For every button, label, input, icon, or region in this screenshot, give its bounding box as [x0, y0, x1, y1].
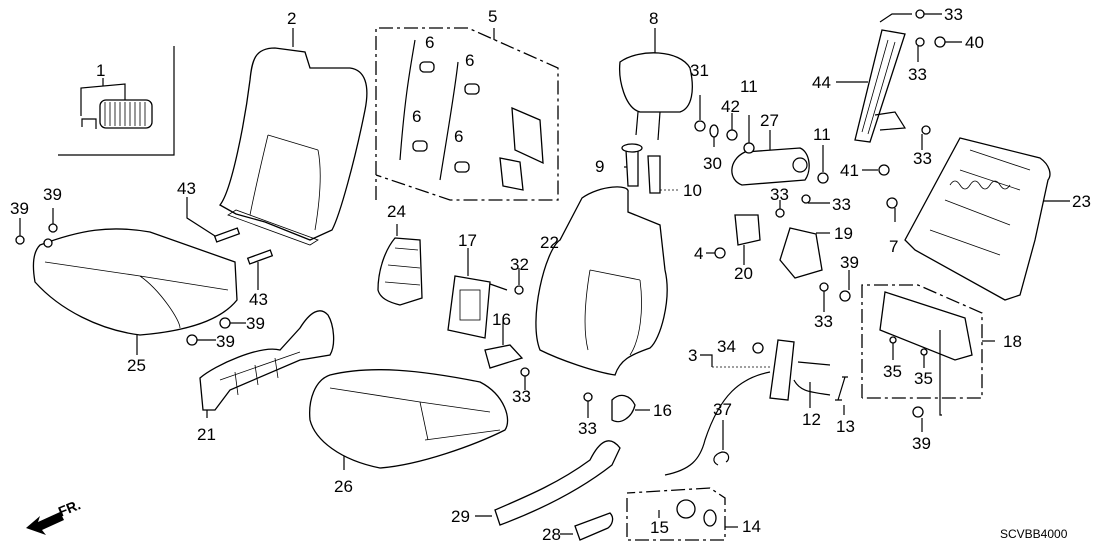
part-14-knob-kit	[626, 487, 738, 541]
callout-6: 6	[425, 33, 435, 52]
part-44-rail	[836, 13, 912, 143]
callout-4: 4	[694, 244, 704, 263]
diagram-code: SCVBB4000	[1000, 527, 1068, 541]
callout-7: 7	[889, 237, 899, 256]
callout-39: 39	[43, 185, 62, 204]
callout-23: 23	[1072, 192, 1091, 211]
callout-33: 33	[578, 419, 597, 438]
callout-20: 20	[734, 264, 753, 283]
part-17-switch	[447, 248, 508, 339]
front-direction-arrow-icon	[26, 512, 64, 535]
callout-40: 40	[965, 33, 984, 52]
callout-13: 13	[836, 417, 855, 436]
callout-22: 22	[540, 233, 559, 252]
part-1-clip-group	[58, 46, 175, 156]
part-21-side-cover	[199, 310, 335, 418]
callout-6: 6	[412, 107, 422, 126]
part-23-frame	[904, 137, 1070, 301]
part-2-seatback-cover	[219, 28, 368, 246]
callout-6: 6	[454, 127, 464, 146]
callout-14: 14	[742, 517, 761, 536]
part-43-spring	[186, 197, 274, 290]
callout-31: 31	[690, 61, 709, 80]
callout-12: 12	[802, 410, 821, 429]
callout-3: 3	[688, 346, 698, 365]
callout-39: 39	[912, 434, 931, 453]
callout-33: 33	[814, 312, 833, 331]
part-22-seatback-pad	[535, 186, 668, 376]
callout-9: 9	[595, 157, 605, 176]
callout-15: 15	[650, 518, 669, 537]
callout-39: 39	[216, 332, 235, 351]
callout-43: 43	[249, 290, 268, 309]
callout-41: 41	[840, 161, 859, 180]
part-26-seat-pad	[309, 369, 509, 470]
callout-27: 27	[760, 111, 779, 130]
callout-33: 33	[944, 5, 963, 24]
callout-35: 35	[883, 362, 902, 381]
callout-5: 5	[488, 7, 498, 26]
part-3-airbag-harness	[664, 339, 848, 476]
callout-39: 39	[840, 253, 859, 272]
callout-42: 42	[721, 97, 740, 116]
callout-16: 16	[492, 310, 511, 329]
callout-33: 33	[908, 65, 927, 84]
callout-32: 32	[510, 255, 529, 274]
part-27-armrest	[731, 130, 810, 186]
callout-17: 17	[458, 231, 477, 250]
callout-33: 33	[512, 387, 531, 406]
callout-18: 18	[1003, 332, 1022, 351]
part-16-bracket	[484, 320, 650, 423]
part-8-headrest	[619, 28, 693, 141]
callout-8: 8	[649, 9, 659, 28]
fasteners	[15, 9, 962, 466]
callout-21: 21	[197, 425, 216, 444]
callout-43: 43	[177, 179, 196, 198]
callout-11: 11	[813, 125, 831, 144]
callout-39: 39	[10, 199, 29, 218]
callout-24: 24	[387, 202, 406, 221]
callout-28: 28	[542, 525, 561, 544]
callout-33: 33	[832, 195, 851, 214]
part-19-knob-cover	[779, 227, 830, 279]
part-20-escutcheon	[734, 214, 761, 265]
callout-30: 30	[703, 154, 722, 173]
callout-33: 33	[770, 185, 789, 204]
callout-10: 10	[683, 181, 702, 200]
part-25-seat-cover	[32, 228, 238, 355]
callout-44: 44	[812, 73, 831, 92]
callout-33: 33	[913, 149, 932, 168]
part-24-cover	[377, 224, 423, 306]
callout-37: 37	[713, 400, 732, 419]
part-18-box	[861, 284, 995, 416]
callout-11: 11	[740, 77, 758, 96]
part-29-side-trim	[475, 440, 621, 541]
callout-6: 6	[465, 51, 475, 70]
callout-34: 34	[717, 337, 736, 356]
part-9-10-guides	[621, 143, 680, 194]
callout-26: 26	[334, 477, 353, 496]
callout-1: 1	[96, 61, 106, 80]
callout-25: 25	[127, 356, 146, 375]
callout-29: 29	[451, 507, 470, 526]
callout-35: 35	[914, 369, 933, 388]
callout-39: 39	[246, 314, 265, 333]
callout-2: 2	[287, 9, 297, 28]
part-5-kit	[375, 27, 559, 201]
callout-19: 19	[834, 224, 853, 243]
callout-16: 16	[653, 401, 672, 420]
